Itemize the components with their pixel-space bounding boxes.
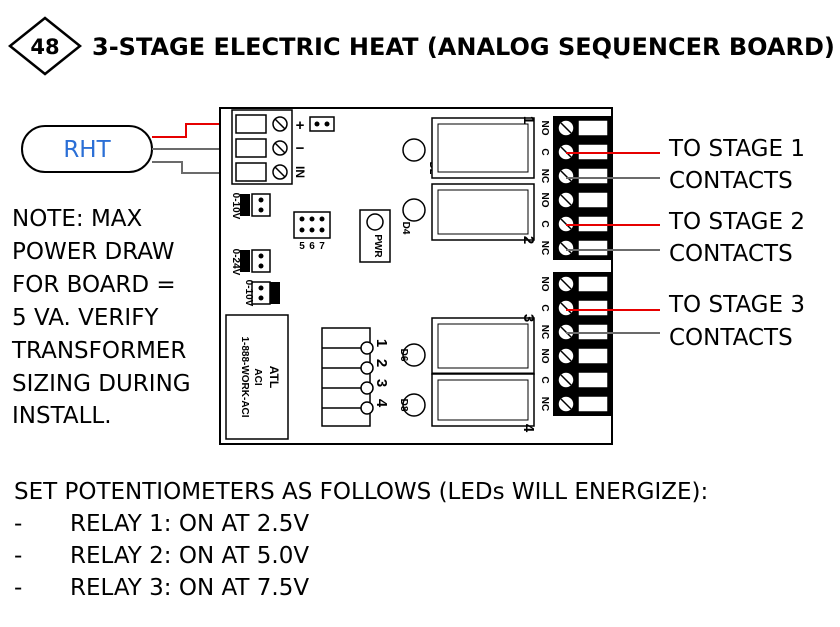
- contact-mark: C: [539, 304, 550, 311]
- instruction-bullet: -: [14, 543, 22, 569]
- contact-mark: C: [539, 148, 550, 155]
- led-d4: [402, 198, 426, 222]
- note-line: 5 VA. VERIFY: [12, 305, 159, 331]
- contact-mark: NC: [539, 397, 550, 411]
- callout-stage1-line2: CONTACTS: [669, 168, 793, 194]
- contact-mark: NO: [539, 349, 550, 364]
- contact-mark: NO: [539, 277, 550, 292]
- callout-stage3-line1: TO STAGE 3: [668, 292, 805, 318]
- step-number-diamond: [7, 16, 83, 76]
- instruction-item: RELAY 3: ON AT 7.5V: [70, 575, 309, 601]
- relay-number: 3: [520, 314, 537, 322]
- led-label: D6: [398, 349, 409, 362]
- terminal-slot: [577, 167, 609, 185]
- range-selector-top: 0-10V: [230, 193, 271, 220]
- led-d6: [402, 343, 426, 367]
- terminal-slot: [577, 371, 609, 389]
- relay-4: [431, 373, 535, 427]
- note-line: POWER DRAW: [12, 239, 175, 265]
- sequencer-board: + − IN 0-10V 0-24V 0-10V: [219, 107, 613, 445]
- range-selector-mid: 0-24V: [230, 249, 271, 276]
- pot-label: 2: [373, 359, 390, 367]
- terminal-slot: [577, 299, 609, 317]
- contact-mark: NC: [539, 169, 550, 183]
- input-jumper: [309, 116, 335, 132]
- rht-label: RHT: [63, 137, 111, 163]
- relay-1: [431, 117, 535, 179]
- note-line: SIZING DURING: [12, 371, 191, 397]
- input-plus-label: +: [296, 117, 305, 134]
- relay-number: 4: [520, 424, 537, 433]
- logo-line: 1-888-WORK-ACI: [239, 336, 250, 417]
- note-line: TRANSFORMER: [11, 338, 186, 364]
- stage-callout-text: TO STAGE 1 CONTACTS TO STAGE 2 CONTACTS …: [668, 136, 805, 351]
- input-in-label: IN: [293, 166, 307, 178]
- callout-stage3-line2: CONTACTS: [669, 325, 793, 351]
- input-minus-label: −: [296, 140, 305, 157]
- power-led: PWR: [359, 209, 391, 263]
- jumper-block: 5 6 7: [293, 211, 331, 252]
- jumper-label: 5: [299, 241, 305, 252]
- range-label-bot: 0-10V: [243, 280, 254, 307]
- instructions-heading: SET POTENTIOMETERS AS FOLLOWS (LEDs WILL…: [14, 479, 708, 505]
- terminal-slot: [577, 275, 609, 293]
- logo-line: ATL: [267, 366, 281, 388]
- led-label: D8: [398, 399, 409, 412]
- step-number: 48: [30, 35, 59, 59]
- callout-stage2-line1: TO STAGE 2: [668, 209, 805, 235]
- led-d8: [402, 393, 426, 417]
- instruction-item: RELAY 1: ON AT 2.5V: [70, 511, 309, 537]
- terminal-slot: [577, 191, 609, 209]
- jumper-label: 7: [319, 241, 325, 252]
- range-label-top: 0-10V: [230, 193, 241, 220]
- potentiometer-bank: 1 2 3 4: [321, 327, 390, 427]
- led-d2: [402, 138, 426, 162]
- logo-line: ACI: [252, 368, 263, 385]
- note-line: FOR BOARD =: [12, 272, 176, 298]
- page-title: 3-STAGE ELECTRIC HEAT (ANALOG SEQUENCER …: [92, 33, 835, 61]
- power-led-label: PWR: [372, 234, 383, 258]
- relay-2: [431, 183, 535, 241]
- status-leds: D2 D4 D6 D8: [398, 138, 438, 417]
- instructions: SET POTENTIOMETERS AS FOLLOWS (LEDs WILL…: [14, 479, 708, 601]
- manufacturer-logo: ATL ACI 1-888-WORK-ACI: [225, 314, 289, 440]
- contact-mark: NO: [539, 193, 550, 208]
- thermostat: RHT: [21, 125, 153, 173]
- contact-mark: NC: [539, 325, 550, 339]
- terminal-slot: [577, 239, 609, 257]
- contact-mark: C: [539, 376, 550, 383]
- range-label-mid: 0-24V: [230, 249, 241, 276]
- terminal-slot: [577, 347, 609, 365]
- relay-3: [431, 317, 535, 375]
- terminal-slot: [577, 119, 609, 137]
- led-label: D4: [400, 222, 411, 235]
- note-block: NOTE: MAX POWER DRAW FOR BOARD = 5 VA. V…: [11, 206, 191, 429]
- contact-mark: C: [539, 220, 550, 227]
- contact-mark: NO: [539, 121, 550, 136]
- input-terminal-block: + − IN: [231, 109, 307, 185]
- contact-mark: NC: [539, 241, 550, 255]
- relay-number: 1: [520, 116, 537, 124]
- pot-label: 1: [373, 339, 390, 347]
- header: 48 3-STAGE ELECTRIC HEAT (ANALOG SEQUENC…: [7, 16, 835, 76]
- pot-label: 3: [373, 379, 390, 387]
- relays: 1 2 3 4: [431, 116, 537, 433]
- range-selector-bot: 0-10V: [243, 280, 280, 307]
- instruction-bullet: -: [14, 575, 22, 601]
- callout-stage2-line2: CONTACTS: [669, 241, 793, 267]
- callout-stage1-line1: TO STAGE 1: [668, 136, 805, 162]
- pot-label: 4: [373, 399, 390, 408]
- note-line: INSTALL.: [12, 403, 112, 429]
- relay-number: 2: [520, 236, 537, 244]
- jumper-label: 6: [309, 241, 315, 252]
- stage-callouts: [566, 152, 660, 334]
- terminal-slot: [577, 395, 609, 413]
- instruction-bullet: -: [14, 511, 22, 537]
- instruction-item: RELAY 2: ON AT 5.0V: [70, 543, 309, 569]
- note-line: NOTE: MAX: [12, 206, 143, 232]
